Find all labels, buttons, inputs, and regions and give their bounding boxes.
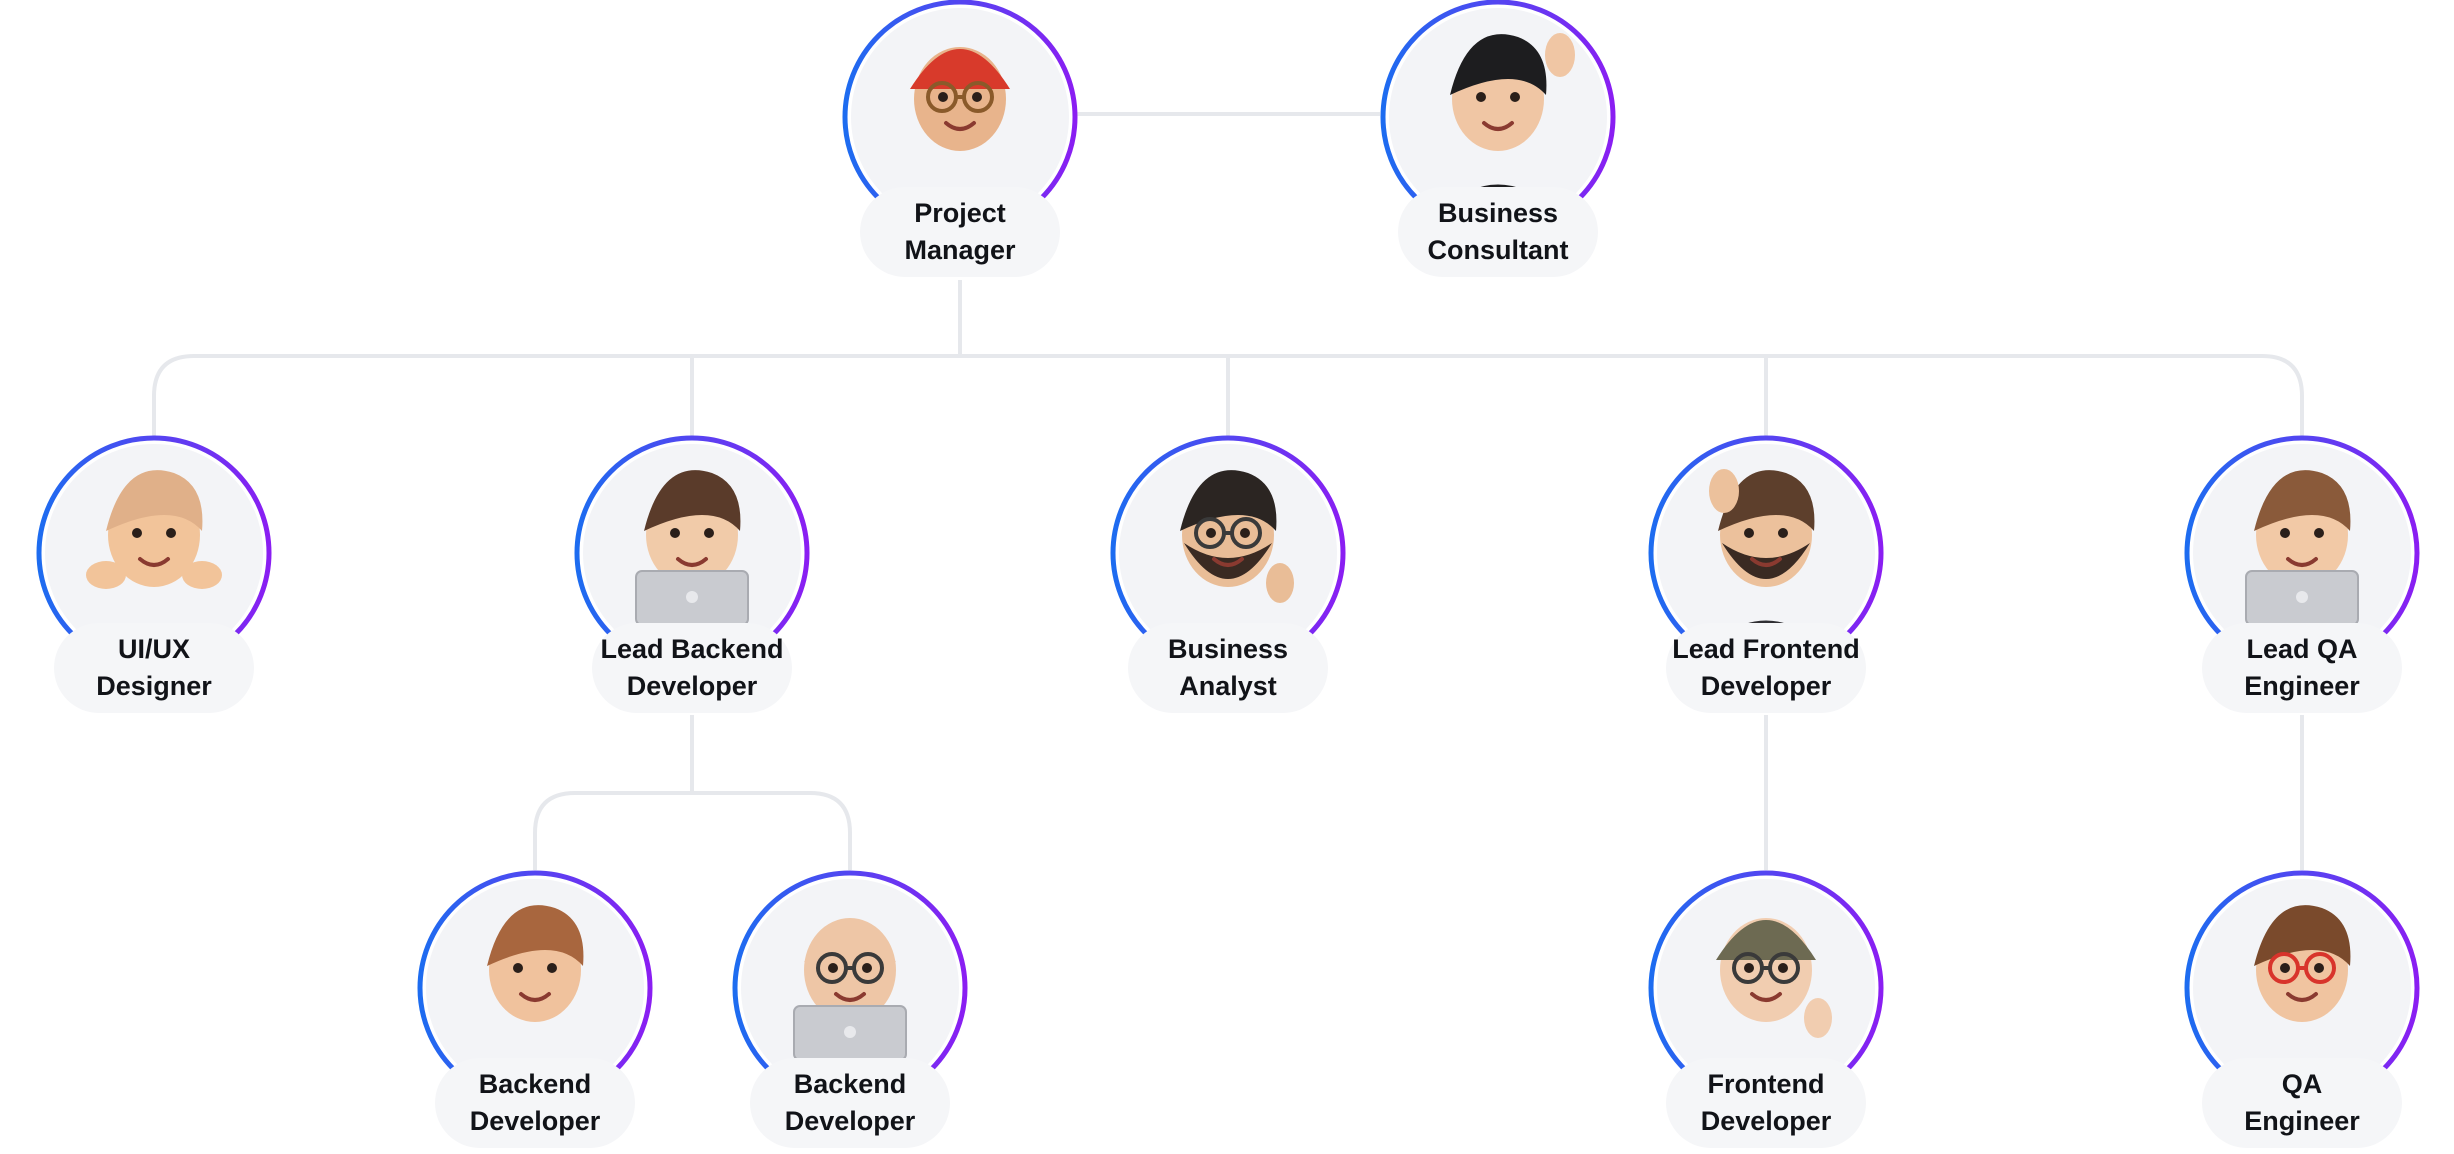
backend-developer-node xyxy=(732,870,968,1106)
role-label-line: Business xyxy=(1167,634,1289,664)
role-label-line: Developer xyxy=(784,1106,916,1136)
role-label-line: Lead Frontend xyxy=(1672,634,1860,664)
connector-lines xyxy=(152,112,2304,870)
role-label-line: Engineer xyxy=(2244,671,2360,701)
role-label-line: Project xyxy=(914,198,1006,228)
backend-developer-node xyxy=(417,870,653,1106)
role-label-line: Developer xyxy=(469,1106,601,1136)
role-label-text: Lead QA Engineer xyxy=(2244,631,2360,705)
role-label-line: Analyst xyxy=(1179,671,1277,701)
memoji-smiling-short-hair-icon xyxy=(487,905,584,1022)
memoji-beard-glasses-peace-sign-icon xyxy=(1180,470,1294,603)
qa-engineer-node xyxy=(2184,870,2420,1106)
role-label-line: Business xyxy=(1437,198,1559,228)
memoji-behind-laptop-icon xyxy=(635,470,749,626)
memoji-red-glasses-excited-icon xyxy=(2254,905,2351,1022)
role-label-line: Backend xyxy=(793,1069,907,1099)
role-label-text: UI/UX Designer xyxy=(96,631,212,705)
memoji-bald-glasses-laptop-icon xyxy=(793,918,907,1061)
role-label-line: Manager xyxy=(904,235,1016,265)
lead-qa-engineer-node xyxy=(2184,435,2420,671)
memoji-red-beanie-winking-icon xyxy=(910,47,1010,151)
role-label-line: Consultant xyxy=(1427,235,1569,265)
role-label: UI/UX Designer xyxy=(54,623,254,713)
role-label-line: UI/UX xyxy=(117,634,190,664)
frontend-developer-node xyxy=(1648,870,1884,1106)
connector-backend-bus xyxy=(533,791,852,870)
role-label-line: Backend xyxy=(478,1069,592,1099)
ui-ux-designer-node xyxy=(36,435,272,671)
lead-backend-developer-node xyxy=(574,435,810,671)
memoji-woman-behind-laptop-icon xyxy=(2245,470,2359,626)
role-label-line: Designer xyxy=(96,671,212,701)
role-label-text: QA Engineer xyxy=(2244,1066,2360,1140)
role-label: Lead QA Engineer xyxy=(2202,623,2402,713)
role-label: QA Engineer xyxy=(2202,1058,2402,1148)
role-label-line: Developer xyxy=(1700,1106,1832,1136)
memoji-beanie-thumbs-up-icon xyxy=(1716,918,1832,1038)
memoji-smiling-hands-on-cheeks-icon xyxy=(86,470,222,589)
project-manager-node xyxy=(842,0,1078,235)
business-analyst-node xyxy=(1110,435,1346,671)
role-label-line: Engineer xyxy=(2244,1106,2360,1136)
role-label-line: QA xyxy=(2281,1069,2323,1099)
role-label-line: Developer xyxy=(1700,671,1832,701)
role-label-line: Lead QA xyxy=(2246,634,2358,664)
role-label-line: Developer xyxy=(626,671,758,701)
role-label-line: Lead Backend xyxy=(600,634,784,664)
role-label-line: Frontend xyxy=(1707,1069,1825,1099)
